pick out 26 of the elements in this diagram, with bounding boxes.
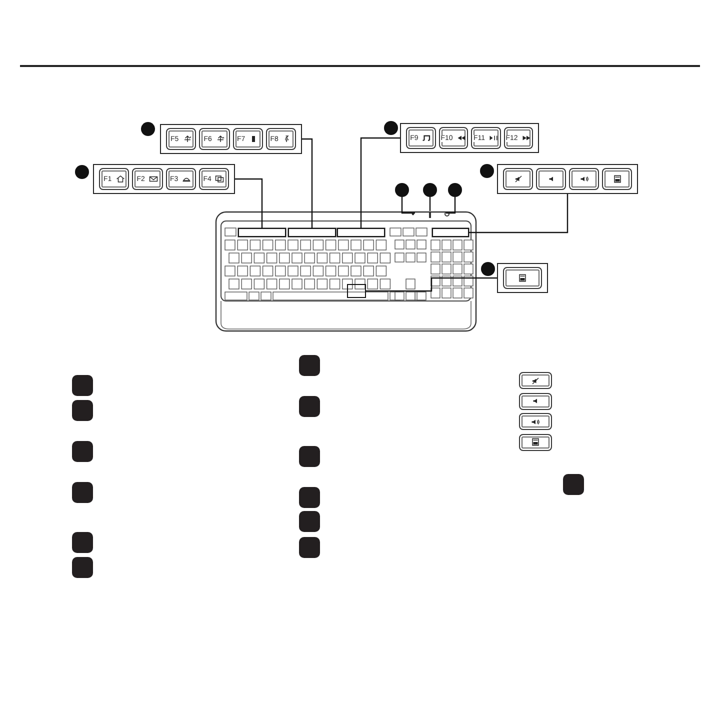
callout-panel bbox=[497, 263, 548, 293]
leader-line bbox=[429, 197, 431, 211]
callout-dot bbox=[384, 121, 398, 135]
highlight-frame bbox=[337, 228, 385, 237]
leader-line bbox=[469, 194, 568, 234]
leader-line bbox=[401, 197, 415, 214]
callout-panel bbox=[93, 164, 235, 194]
leader-line bbox=[235, 178, 263, 228]
leader-line bbox=[446, 197, 456, 214]
leader-line bbox=[360, 137, 400, 228]
highlight-frame bbox=[432, 228, 469, 237]
highlight-frame bbox=[347, 284, 366, 298]
highlight-frame bbox=[238, 228, 286, 237]
callout-dot bbox=[480, 164, 494, 178]
callout-dot bbox=[423, 183, 437, 197]
highlight-frame bbox=[288, 228, 336, 237]
callout-panel bbox=[400, 123, 539, 153]
callout-dot bbox=[481, 262, 495, 276]
callout-dot bbox=[141, 122, 155, 136]
leader-line bbox=[302, 138, 313, 228]
callout-dot bbox=[75, 165, 89, 179]
callout-panel bbox=[160, 124, 302, 154]
callout-dot bbox=[395, 183, 409, 197]
leader-line bbox=[366, 277, 497, 292]
callout-dot bbox=[448, 183, 462, 197]
callout-panel bbox=[497, 164, 638, 194]
